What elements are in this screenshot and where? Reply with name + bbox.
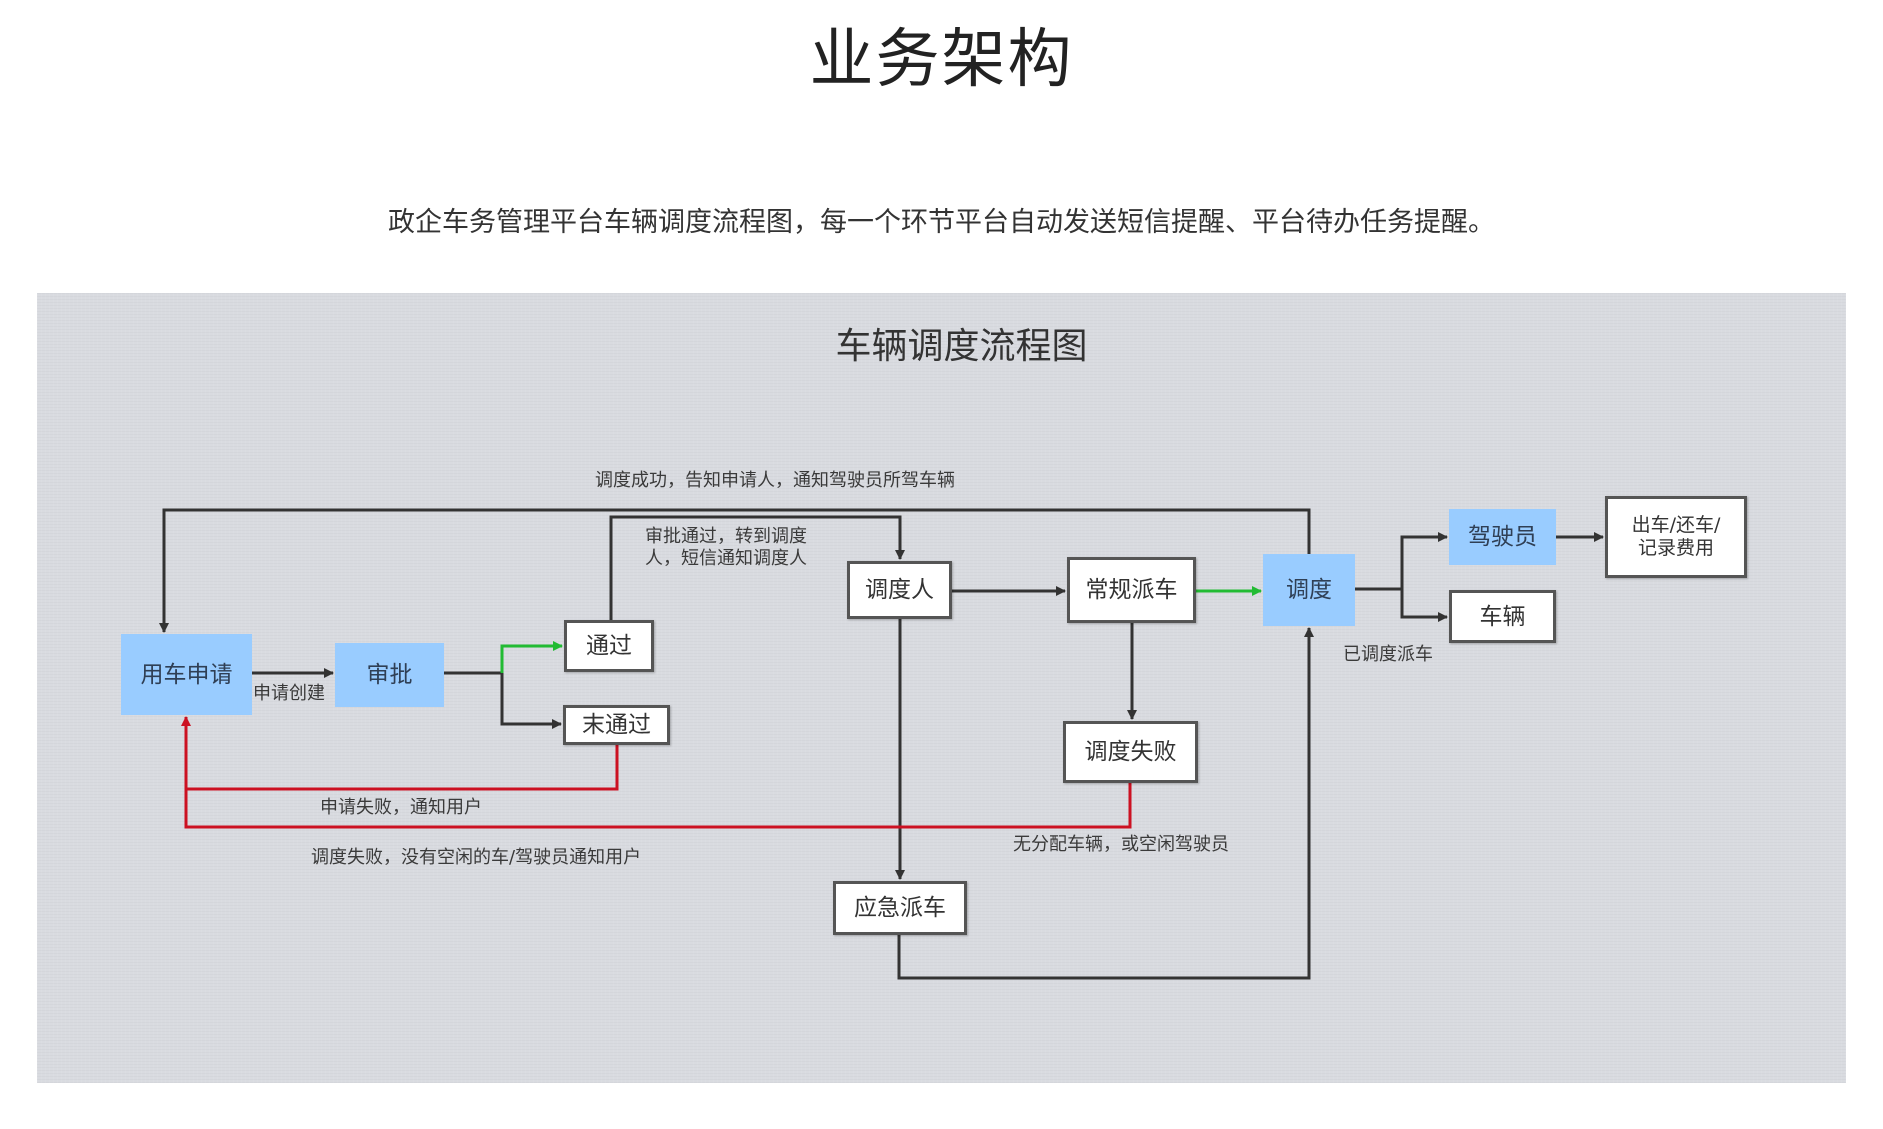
diagram-title: 车辆调度流程图 (835, 326, 1088, 367)
label-dispatched: 已调度派车 (1343, 644, 1433, 665)
node-dispatch: 调度 (1263, 554, 1355, 626)
label-dispatch-failed-notify: 调度失败，没有空闲的车/驾驶员通知用户 (311, 847, 642, 868)
node-apply: 用车申请 (121, 634, 252, 715)
node-regular-dispatch: 常规派车 (1067, 557, 1196, 623)
node-vehicle: 车辆 (1449, 590, 1556, 643)
node-dispatcher: 调度人 (847, 561, 952, 619)
node-checkout: 出车/还车/记录费用 (1605, 496, 1747, 578)
edge-failed-to-apply (181, 716, 1132, 829)
node-approve: 审批 (335, 643, 444, 707)
label-no-resources: 无分配车辆，或空闲驾驶员 (1013, 834, 1229, 855)
edge-to-driver (1400, 532, 1448, 589)
edge-passed-to-dispatcher (609, 515, 905, 620)
node-dispatch-failed: 调度失败 (1063, 721, 1198, 783)
page-subtitle: 政企车务管理平台车辆调度流程图，每一个环节平台自动发送短信提醒、平台待办任务提醒… (388, 207, 1495, 238)
edge-emergency-to-dispatch (897, 627, 1314, 980)
node-rejected: 末通过 (563, 705, 670, 745)
node-passed: 通过 (564, 620, 654, 672)
label-approved-forward: 审批通过，转到调度人，短信通知调度人 (645, 526, 807, 569)
label-apply-created: 申请创建 (253, 683, 325, 704)
label-dispatch-success: 调度成功，告知申请人，通知驾驶员所驾车辆 (595, 470, 955, 491)
edge-rejected-to-apply (186, 744, 619, 791)
page-title: 业务架构 (809, 23, 1074, 97)
label-apply-failed: 申请失败，通知用户 (320, 797, 482, 818)
edge-to-passed (500, 641, 563, 673)
edge-to-rejected (500, 673, 562, 729)
edge-to-vehicle (1400, 589, 1448, 622)
edge-dispatch-success-loop (159, 508, 1311, 633)
node-driver: 驾驶员 (1449, 509, 1556, 565)
node-emergency-dispatch: 应急派车 (833, 881, 967, 935)
